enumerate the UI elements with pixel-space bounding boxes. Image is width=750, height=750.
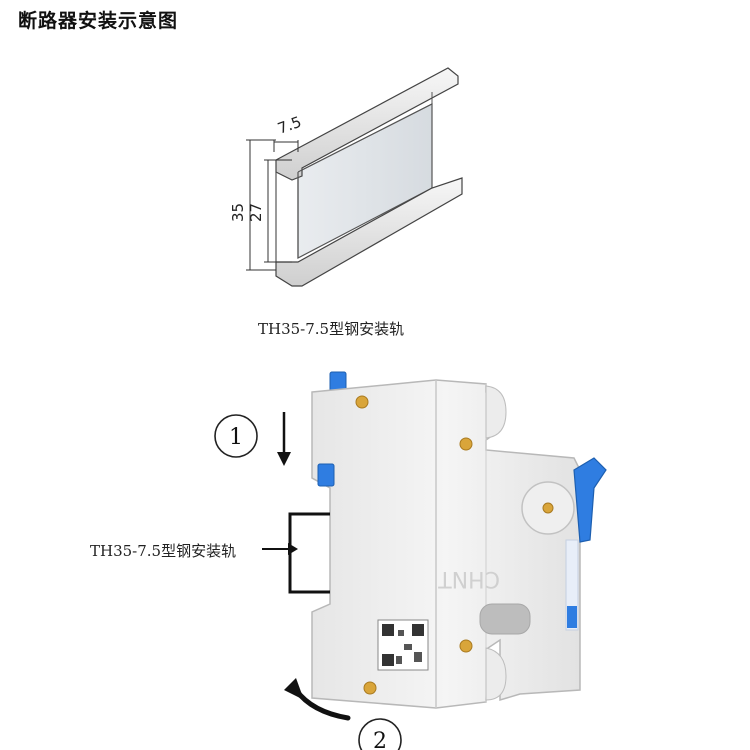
step1-number: 1 [229,425,243,450]
qr-code [377,619,429,671]
dim-inner-label: 27 [247,203,265,222]
dimension-lines [246,139,299,271]
rail-bottom-lip [275,177,463,287]
step1-marker [214,414,258,458]
step2-number: 2 [373,729,387,750]
rail-clip [317,463,335,487]
brand-mark: CHNT [438,566,500,591]
dim-height-label: 35 [229,203,247,222]
toggle-lever [573,457,607,543]
status-window [479,603,531,635]
bottom-terminal [485,647,507,701]
step2-marker [358,718,402,750]
breaker-body [311,379,581,709]
rail-label: TH35-7.5型钢安装轨 [90,542,237,560]
top-terminal [485,385,507,439]
rail-top-lip [275,67,459,181]
rail-caption: TH35-7.5型钢安装轨 [258,320,405,338]
page-title: 断路器安装示意图 [18,10,179,32]
terminal-screws [355,395,473,695]
rail-profile [288,512,330,594]
